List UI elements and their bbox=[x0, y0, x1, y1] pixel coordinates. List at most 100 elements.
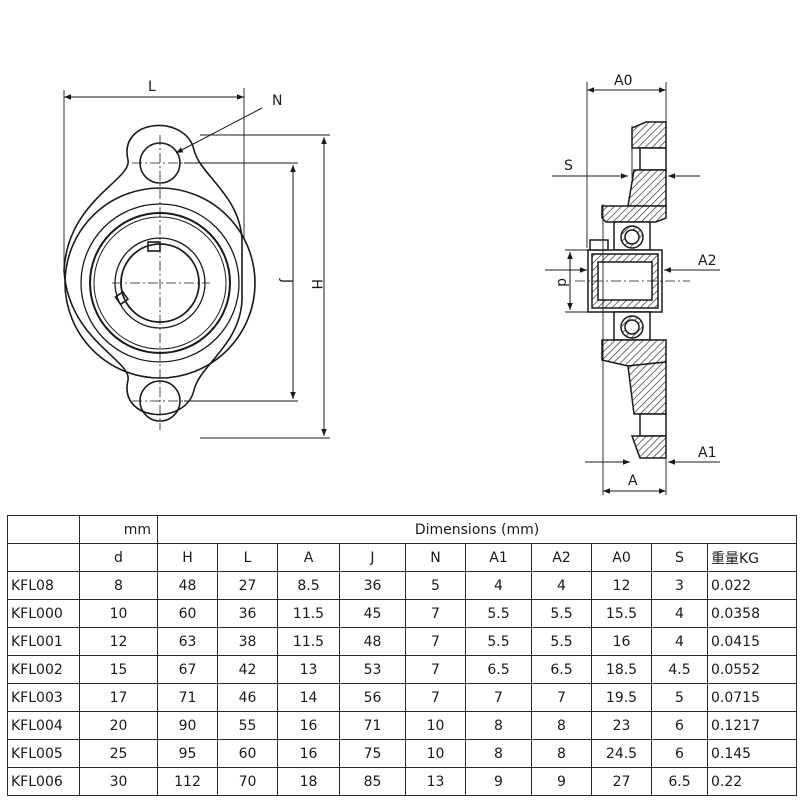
value-cell: 30 bbox=[79, 767, 158, 796]
value-cell: 20 bbox=[79, 711, 158, 740]
label-N: N bbox=[272, 93, 282, 109]
value-cell: 60 bbox=[157, 599, 218, 628]
value-cell: 0.0415 bbox=[706, 627, 798, 656]
value-cell: 5 bbox=[651, 683, 708, 712]
value-cell: 6.5 bbox=[531, 655, 592, 684]
value-cell: 0.0552 bbox=[706, 655, 798, 684]
column-header: N bbox=[405, 543, 466, 572]
header-unit: mm bbox=[79, 515, 158, 544]
value-cell: 8 bbox=[79, 571, 158, 600]
flange-outline bbox=[63, 124, 243, 416]
model-cell: KFL006 bbox=[7, 767, 80, 796]
value-cell: 13 bbox=[277, 655, 340, 684]
column-header: 重量KG bbox=[706, 543, 798, 572]
label-A: A bbox=[628, 473, 638, 489]
front-view bbox=[63, 88, 330, 439]
value-cell: 11.5 bbox=[277, 599, 340, 628]
value-cell: 90 bbox=[157, 711, 218, 740]
value-cell: 4 bbox=[651, 627, 708, 656]
value-cell: 48 bbox=[339, 627, 406, 656]
value-cell: 9 bbox=[465, 767, 532, 796]
value-cell: 46 bbox=[217, 683, 278, 712]
value-cell: 5.5 bbox=[531, 599, 592, 628]
value-cell: 4 bbox=[651, 599, 708, 628]
value-cell: 38 bbox=[217, 627, 278, 656]
value-cell: 6.5 bbox=[465, 655, 532, 684]
value-cell: 25 bbox=[79, 739, 158, 768]
value-cell: 0.1217 bbox=[706, 711, 798, 740]
header-row-group: mm Dimensions (mm) bbox=[7, 515, 798, 544]
column-header: A2 bbox=[531, 543, 592, 572]
value-cell: 45 bbox=[339, 599, 406, 628]
value-cell: 5 bbox=[405, 571, 466, 600]
model-cell: KFL08 bbox=[7, 571, 80, 600]
value-cell: 12 bbox=[79, 627, 158, 656]
label-H: H bbox=[308, 279, 324, 290]
value-cell: 15.5 bbox=[591, 599, 652, 628]
value-cell: 18.5 bbox=[591, 655, 652, 684]
value-cell: 36 bbox=[217, 599, 278, 628]
value-cell: 27 bbox=[217, 571, 278, 600]
value-cell: 67 bbox=[157, 655, 218, 684]
value-cell: 15 bbox=[79, 655, 158, 684]
model-cell: KFL005 bbox=[7, 739, 80, 768]
value-cell: 75 bbox=[339, 739, 406, 768]
header-blank bbox=[7, 543, 80, 572]
column-header: d bbox=[79, 543, 158, 572]
value-cell: 9 bbox=[531, 767, 592, 796]
value-cell: 4 bbox=[531, 571, 592, 600]
value-cell: 8 bbox=[531, 711, 592, 740]
column-header: L bbox=[217, 543, 278, 572]
label-d: d bbox=[554, 278, 570, 287]
value-cell: 0.145 bbox=[706, 739, 798, 768]
column-header: H bbox=[157, 543, 218, 572]
value-cell: 24.5 bbox=[591, 739, 652, 768]
column-header: J bbox=[339, 543, 406, 572]
value-cell: 11.5 bbox=[277, 627, 340, 656]
value-cell: 4 bbox=[465, 571, 532, 600]
label-A0: A0 bbox=[614, 73, 632, 89]
value-cell: 55 bbox=[217, 711, 278, 740]
value-cell: 7 bbox=[405, 655, 466, 684]
value-cell: 112 bbox=[157, 767, 218, 796]
value-cell: 36 bbox=[339, 571, 406, 600]
header-blank bbox=[7, 515, 80, 544]
value-cell: 70 bbox=[217, 767, 278, 796]
column-header: S bbox=[651, 543, 708, 572]
leader-N bbox=[175, 107, 263, 154]
label-A1: A1 bbox=[698, 445, 716, 461]
label-L: L bbox=[148, 79, 156, 95]
value-cell: 48 bbox=[157, 571, 218, 600]
value-cell: 16 bbox=[277, 711, 340, 740]
value-cell: 71 bbox=[157, 683, 218, 712]
label-J: J bbox=[278, 278, 294, 283]
value-cell: 53 bbox=[339, 655, 406, 684]
value-cell: 7 bbox=[531, 683, 592, 712]
value-cell: 95 bbox=[157, 739, 218, 768]
model-cell: KFL000 bbox=[7, 599, 80, 628]
value-cell: 0.0715 bbox=[706, 683, 798, 712]
value-cell: 8 bbox=[531, 739, 592, 768]
column-header: A bbox=[277, 543, 340, 572]
value-cell: 42 bbox=[217, 655, 278, 684]
value-cell: 7 bbox=[405, 599, 466, 628]
value-cell: 16 bbox=[591, 627, 652, 656]
value-cell: 23 bbox=[591, 711, 652, 740]
model-cell: KFL001 bbox=[7, 627, 80, 656]
value-cell: 17 bbox=[79, 683, 158, 712]
value-cell: 4.5 bbox=[651, 655, 708, 684]
value-cell: 8 bbox=[465, 711, 532, 740]
column-header: A0 bbox=[591, 543, 652, 572]
value-cell: 8 bbox=[465, 739, 532, 768]
value-cell: 8.5 bbox=[277, 571, 340, 600]
value-cell: 7 bbox=[465, 683, 532, 712]
column-header: A1 bbox=[465, 543, 532, 572]
bearing-drawing: L N J H bbox=[63, 73, 720, 495]
